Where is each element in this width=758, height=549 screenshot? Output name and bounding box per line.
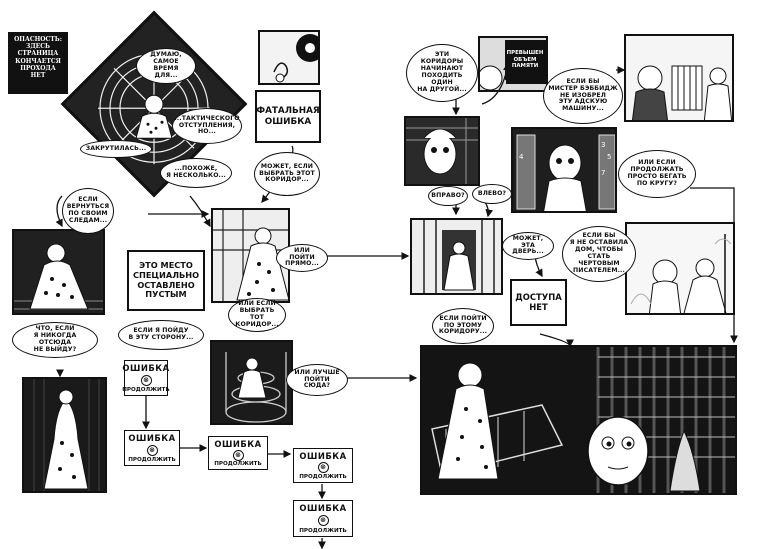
speech-bubble: ЕСЛИ ПОЙТИ ПО ЭТОМУ КОРИДОРУ...	[432, 308, 494, 344]
error-x-icon: ⊗	[232, 449, 244, 461]
continue-button[interactable]: ПРОДОЛЖИТЬ	[299, 474, 347, 480]
panel-gear-cog	[258, 30, 320, 85]
speech-bubble: ЕСЛИ ВЕРНУТЬСЯ ПО СВОИМ СЛЕДАМ...	[62, 188, 114, 234]
error-dialog-1[interactable]: ОШИБКА ⊗ ПРОДОЛЖИТЬ	[122, 360, 170, 396]
panel-woman-peeking	[211, 208, 290, 303]
error-dialog-2[interactable]: ОШИБКА ⊗ ПРОДОЛЖИТЬ	[124, 430, 180, 466]
error-title: ОШИБКА	[299, 451, 347, 461]
panel-woman-closeup	[404, 116, 480, 186]
error-title: ОШИБКА	[128, 433, 176, 443]
speech-bubble: ИЛИ ЕСЛИ ПРОДОЛЖАТЬ ПРОСТО БЕГАТЬ ПО КРУ…	[618, 150, 696, 198]
speech-bubble: ИЛИ ПОЙТИ ПРЯМО...	[276, 244, 328, 272]
error-x-icon: ⊗	[140, 374, 152, 386]
error-x-icon: ⊗	[146, 444, 158, 456]
speech-bubble: ИЛИ ЕСЛИ ВЫБРАТЬ ТОТ КОРИДОР...	[228, 298, 286, 332]
panel-corridor-door	[410, 218, 503, 295]
speech-bubble: ЕСЛИ БЫ МИСТЕР БЭББИДЖ НЕ ИЗОБРЕЛ ЭТУ АД…	[543, 68, 623, 124]
speech-bubble: ЧТО, ЕСЛИ Я НИКОГДА ОТСЮДА НЕ ВЫЙДУ?	[12, 322, 98, 358]
speech-bubble: ИЛИ ЛУЧШЕ ПОЙТИ СЮДА?	[286, 364, 348, 396]
error-dialog-3[interactable]: ОШИБКА ⊗ ПРОДОЛЖИТЬ	[208, 436, 268, 470]
svg-text:7: 7	[601, 169, 605, 177]
speech-bubble: МОЖЕТ, ЕСЛИ ВЫБРАТЬ ЭТОТ КОРИДОР...	[254, 152, 320, 196]
error-x-icon: ⊗	[317, 462, 329, 473]
fatal-error-sign: ФАТАЛЬНАЯ ОШИБКА	[255, 90, 321, 143]
speech-bubble: ЕСЛИ Я ПОЙДУ В ЭТУ СТОРОНУ...	[118, 320, 204, 350]
panel-woman-walking-away	[22, 377, 107, 493]
continue-button[interactable]: ПРОДОЛЖИТЬ	[299, 528, 347, 534]
danger-caption: ОПАСНОСТЬ: ЗДЕСЬ СТРАНИЦА КОНЧАЕТСЯ ПРОХ…	[8, 32, 68, 94]
speech-bubble: ...ПОХОЖЕ, Я НЕСКОЛЬКО...	[160, 158, 232, 188]
speech-bubble: ...ТАКТИЧЕСКОГО ОТСТУПЛЕНИЯ, НО...	[172, 108, 242, 144]
panel-writer-fantasy	[625, 222, 735, 315]
panel-woman-turning	[12, 229, 105, 315]
speech-bubble: ВПРАВО?	[428, 186, 468, 206]
panel-machine-hall	[420, 345, 737, 495]
error-title: ОШИБКА	[122, 363, 170, 373]
speech-bubble: ДУМАЮ, САМОЕ ВРЕМЯ ДЛЯ...	[136, 48, 196, 84]
speech-bubble: МОЖЕТ, ЭТА ДВЕРЬ...	[502, 232, 554, 260]
no-access-sign: ДОСТУПА НЕТ	[510, 279, 567, 326]
continue-button[interactable]: ПРОДОЛЖИТЬ	[128, 457, 176, 463]
memory-exceeded-sign: ПРЕВЫШЕН ОБЪЕМ ПАМЯТИ	[505, 40, 545, 80]
error-dialog-4[interactable]: ОШИБКА ⊗ ПРОДОЛЖИТЬ	[293, 448, 353, 483]
continue-button[interactable]: ПРОДОЛЖИТЬ	[214, 461, 262, 467]
error-title: ОШИБКА	[299, 503, 347, 513]
empty-space-sign: ЭТО МЕСТО СПЕЦИАЛЬНО ОСТАВЛЕНО ПУСТЫМ	[127, 250, 205, 311]
speech-bubble: ВЛЕВО?	[472, 184, 512, 204]
continue-button[interactable]: ПРОДОЛЖИТЬ	[122, 387, 170, 393]
svg-text:5: 5	[607, 153, 611, 161]
speech-bubble: ЗАКРУТИЛАСЬ...	[80, 140, 152, 158]
error-x-icon: ⊗	[317, 515, 329, 526]
speech-bubble: ЕСЛИ БЫ Я НЕ ОСТАВИЛА ДОМ, ЧТОБЫ СТАТЬ Ч…	[562, 226, 636, 282]
panel-babbage	[624, 34, 734, 122]
svg-text:3: 3	[601, 141, 605, 149]
svg-text:4: 4	[519, 153, 524, 161]
error-title: ОШИБКА	[214, 439, 262, 449]
speech-bubble: ЭТИ КОРИДОРЫ НАЧИНАЮТ ПОХОДИТЬ ОДИН НА Д…	[406, 44, 478, 102]
error-dialog-5[interactable]: ОШИБКА ⊗ ПРОДОЛЖИТЬ	[293, 500, 353, 537]
panel-spiral-staircase	[210, 340, 293, 425]
